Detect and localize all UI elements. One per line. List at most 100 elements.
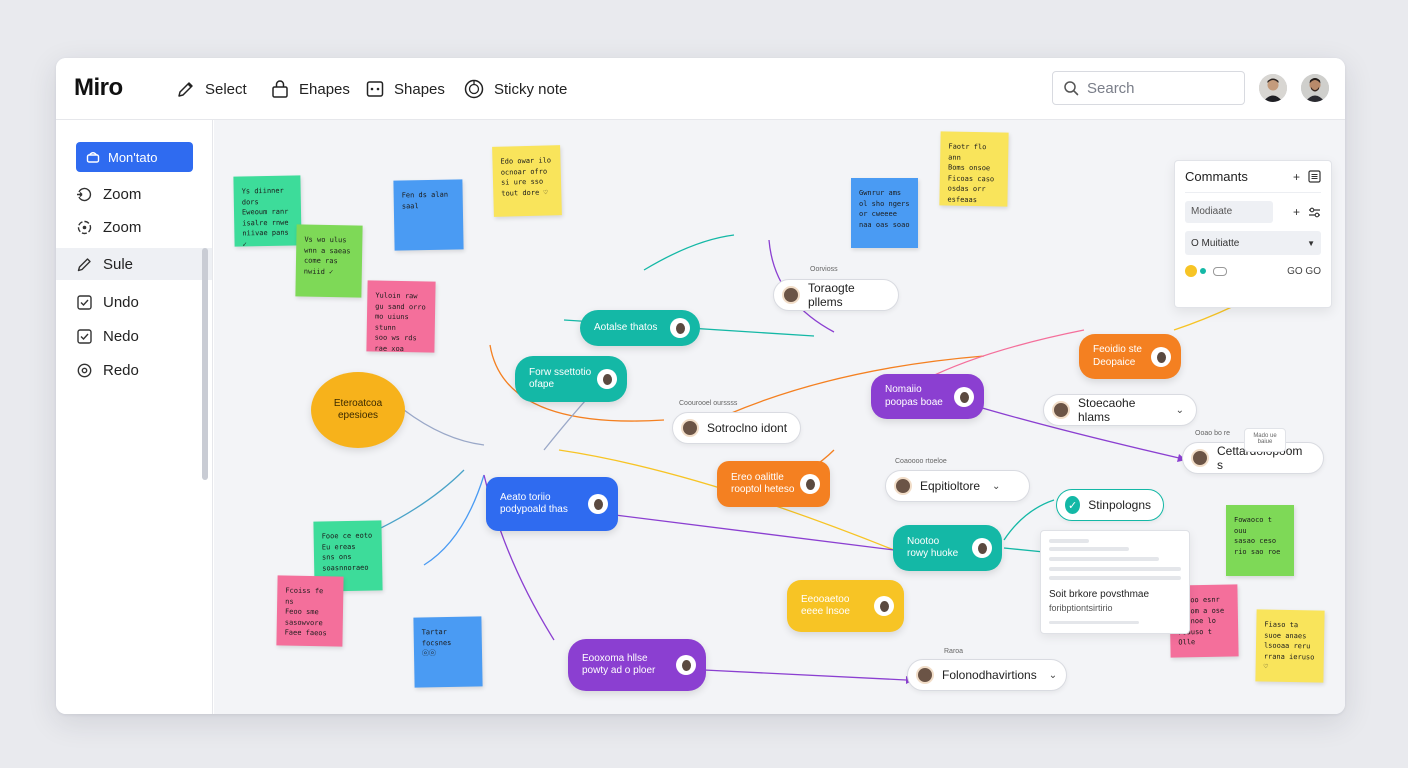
sticky-note-blue[interactable]: Fen ds alan saal bbox=[393, 179, 464, 251]
user-avatar[interactable] bbox=[1259, 74, 1287, 102]
text-line-placeholder bbox=[1049, 547, 1129, 551]
search-icon bbox=[1064, 81, 1079, 96]
select-tool-label: Select bbox=[205, 80, 247, 98]
check-icon: ✓ bbox=[1065, 496, 1081, 514]
node-label: Ereo oalittle rooptol heteso bbox=[731, 471, 795, 496]
chip-folonodhavirtions[interactable]: Folonodhavirtions ⌄ bbox=[907, 659, 1067, 691]
toggle-icon[interactable] bbox=[1213, 266, 1227, 276]
comment-filter-select[interactable]: O Muitiatte ▼ bbox=[1185, 231, 1321, 255]
sidebar-item-active[interactable]: Mon'tato bbox=[76, 142, 193, 172]
add-icon[interactable]: + bbox=[1292, 205, 1300, 219]
node-avatar bbox=[874, 596, 894, 616]
ehapes-tool[interactable]: Ehapes bbox=[270, 78, 350, 100]
mindmap-node[interactable]: Nootoo rowy huoke bbox=[893, 525, 1002, 571]
status-dot-icon bbox=[1200, 268, 1206, 274]
chip-sotroclno[interactable]: Sotroclno idont bbox=[672, 412, 801, 444]
chip-avatar bbox=[681, 419, 699, 437]
mini-card[interactable]: Mado ue baiue bbox=[1244, 428, 1286, 452]
connector bbox=[643, 234, 735, 271]
text-line-placeholder bbox=[1049, 557, 1159, 561]
sidebar-scrollbar[interactable] bbox=[202, 248, 208, 480]
sticky-note-yellow[interactable]: Fiaso ta suoe anaes lsooaa reru rrana ie… bbox=[1255, 609, 1325, 683]
sticky-note-green[interactable]: Ys diinner dors Eweoum ranr isalre rnwe … bbox=[233, 175, 302, 247]
shapes-tool[interactable]: Shapes bbox=[365, 78, 445, 100]
chip-label: Folonodhavirtions bbox=[942, 668, 1037, 682]
sticky-note-pink[interactable]: Fcoiss fe ns Feoo sme sasowvore Faee fae… bbox=[276, 575, 344, 647]
select-tool[interactable]: Select bbox=[176, 78, 247, 100]
chip-label: Toraogte pllems bbox=[808, 281, 855, 309]
sticky-note-yellow[interactable]: Edo owar ilo ocnoar ofro si ure sso tout… bbox=[492, 145, 562, 217]
connector bbox=[923, 329, 1085, 381]
sticky-note-tool-label: Sticky note bbox=[494, 80, 568, 98]
node-avatar bbox=[1151, 346, 1171, 367]
mindmap-node[interactable]: Feoidio ste Deopaice bbox=[1079, 334, 1181, 379]
chip-avatar bbox=[916, 666, 934, 684]
chevron-down-icon[interactable]: ⌄ bbox=[1175, 404, 1184, 416]
ehapes-tool-label: Ehapes bbox=[299, 80, 350, 98]
app-logo: Miro bbox=[74, 74, 123, 101]
top-toolbar: Miro Select Ehapes Shapes Sticky note bbox=[56, 58, 1345, 120]
reaction-icon[interactable] bbox=[1185, 265, 1197, 277]
sidebar-item-label: Nedo bbox=[103, 327, 139, 345]
chip-stoecaohe[interactable]: Stoecaohe hlams ⌄ bbox=[1043, 394, 1197, 426]
node-avatar bbox=[954, 386, 974, 407]
comment-actions[interactable]: GO GO bbox=[1287, 265, 1321, 277]
collaborator-avatar[interactable] bbox=[1301, 74, 1329, 102]
sticky-note-blue[interactable]: Tartar focsnes ⓞⓞ bbox=[413, 616, 483, 688]
sidebar-item-zoom-1[interactable]: Zoom bbox=[56, 178, 212, 210]
sticky-note-lime[interactable]: Fowaoco t ouu sasao ceso rio sao roe bbox=[1226, 505, 1294, 576]
mindmap-node-circle[interactable]: Eteroatcoa epesioes bbox=[311, 372, 405, 448]
sticky-note-blue[interactable]: Gwnrur ams ol sho ngers or cweeee naa oa… bbox=[851, 178, 918, 248]
connector bbox=[703, 669, 907, 681]
node-label: Aotalse thatos bbox=[594, 321, 658, 333]
sidebar-item-undo[interactable]: Undo bbox=[56, 286, 212, 318]
mindmap-node[interactable]: Nomaiio poopas boae bbox=[871, 374, 984, 419]
settings-icon[interactable] bbox=[1308, 206, 1321, 219]
mindmap-node[interactable]: Aotalse thatos bbox=[580, 310, 700, 346]
chip-toraogte[interactable]: Toraogte pllems bbox=[773, 279, 899, 311]
chevron-down-icon[interactable]: ⌄ bbox=[1048, 669, 1058, 681]
shapes-tool-label: Shapes bbox=[394, 80, 445, 98]
sticky-note-lime[interactable]: Vs wo ulus wnn a saeas come ras nwiid ✓ bbox=[295, 224, 363, 298]
chip-stinpologns[interactable]: ✓ Stinpologns bbox=[1056, 489, 1164, 521]
comments-panel: Commants + Modiaate + O Muitiatte ▼ bbox=[1174, 160, 1332, 308]
search-box[interactable] bbox=[1052, 71, 1245, 105]
sticky-note-tool[interactable]: Sticky note bbox=[463, 78, 567, 100]
sidebar-active-label: Mon'tato bbox=[108, 149, 158, 165]
chevron-down-icon[interactable]: ⌄ bbox=[992, 480, 1001, 492]
document-card[interactable]: Soit brkore povsthmae foribptiontsirtiri… bbox=[1040, 530, 1190, 634]
bag-icon bbox=[272, 80, 288, 98]
chip-eqpitioltore[interactable]: Eqpitioltore ⌄ bbox=[885, 470, 1030, 502]
sidebar-item-zoom-2[interactable]: Zoom bbox=[56, 211, 212, 243]
mindmap-node[interactable]: Eeooaetoo eeee lnsoe bbox=[787, 580, 904, 632]
comment-input[interactable]: Modiaate bbox=[1185, 201, 1273, 223]
sidebar-item-nedo[interactable]: Nedo bbox=[56, 320, 212, 352]
chip-label: Stinpologns bbox=[1088, 498, 1151, 512]
mindmap-node[interactable]: Forw ssettotio ofape bbox=[515, 356, 627, 402]
mindmap-node[interactable]: Eooxoma hllse powty ad o ploer bbox=[568, 639, 706, 691]
chip-label: Eqpitioltore bbox=[920, 479, 981, 493]
board-canvas[interactable]: Ys diinner dors Eweoum ranr isalre rnwe … bbox=[214, 120, 1345, 714]
connector bbox=[403, 409, 485, 446]
caret-down-icon: ▼ bbox=[1307, 238, 1315, 248]
chip-label: Stoecaohe hlams bbox=[1078, 396, 1136, 424]
sidebar-item-label: Zoom bbox=[103, 218, 142, 236]
sidebar-item-label: Redo bbox=[103, 361, 139, 379]
add-icon[interactable]: + bbox=[1292, 169, 1300, 184]
node-label: Eeooaetoo eeee lnsoe bbox=[801, 593, 850, 618]
search-input[interactable] bbox=[1087, 79, 1227, 97]
chip-caption: Ooao bo re bbox=[1192, 430, 1234, 437]
mindmap-node[interactable]: Ereo oalittle rooptol heteso bbox=[717, 461, 830, 507]
sidebar-item-sule[interactable]: Sule bbox=[56, 248, 212, 280]
sticky-note-pink[interactable]: Yuloin raw gu sand orro mo uiuns stunn s… bbox=[366, 280, 436, 353]
node-label: Eooxoma hllse powty ad o ploer bbox=[582, 652, 656, 677]
sidebar-item-redo[interactable]: Redo bbox=[56, 354, 212, 386]
sidebar-item-label: Undo bbox=[103, 293, 139, 311]
mindmap-node-central[interactable]: Aeato toriio podypoald thas bbox=[486, 477, 618, 531]
connector bbox=[489, 344, 665, 422]
text-line-placeholder bbox=[1049, 576, 1181, 580]
checkbox-icon bbox=[77, 328, 92, 344]
sticky-note-icon bbox=[464, 79, 484, 99]
sticky-note-yellow[interactable]: Faotr flo ann Boms onsoe Ficoas caso osd… bbox=[939, 131, 1009, 207]
list-icon[interactable] bbox=[1308, 170, 1321, 183]
